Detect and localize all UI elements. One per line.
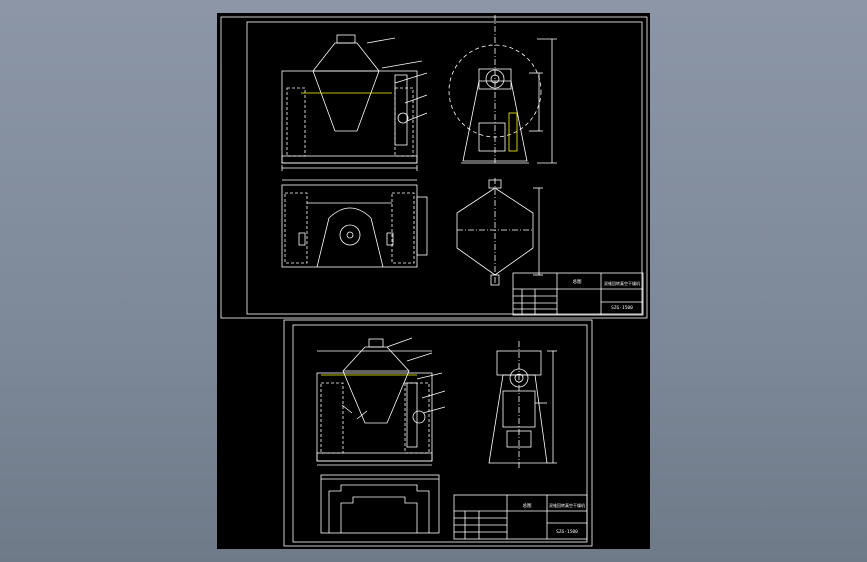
- bottom-plan-view[interactable]: [320, 474, 440, 534]
- cad-drawing: 总图 双锥回转真空干燥机 SZG-1500 总图 双锥回转真空干燥机 SZG-1…: [220, 15, 648, 547]
- bottom-sheet-border: [283, 319, 593, 547]
- bottom-front-view[interactable]: [316, 337, 446, 466]
- bottom-drawing-number: SZG-1500: [556, 529, 578, 535]
- top-side-view[interactable]: [448, 15, 557, 164]
- drawing-sheet: 总图 双锥回转真空干燥机 SZG-1500 总图 双锥回转真空干燥机 SZG-1…: [217, 13, 650, 549]
- top-front-view[interactable]: [281, 34, 428, 171]
- bottom-title-block: [453, 494, 588, 540]
- bottom-product-name: 双锥回转真空干燥机: [549, 502, 585, 508]
- top-plan-view[interactable]: [281, 179, 428, 268]
- top-sheet-frame: [246, 21, 643, 315]
- top-sheet-border: [220, 16, 648, 319]
- top-cone-vessel[interactable]: [456, 178, 543, 286]
- top-product-name: 双锥回转真空干燥机: [604, 280, 640, 286]
- bottom-side-view[interactable]: [488, 341, 557, 468]
- bottom-drawing-label: 总图: [523, 502, 532, 509]
- top-title-block: [512, 272, 644, 316]
- top-drawing-number: SZG-1500: [611, 305, 633, 311]
- bottom-sheet-frame: [292, 324, 588, 543]
- top-drawing-label: 总图: [573, 278, 582, 285]
